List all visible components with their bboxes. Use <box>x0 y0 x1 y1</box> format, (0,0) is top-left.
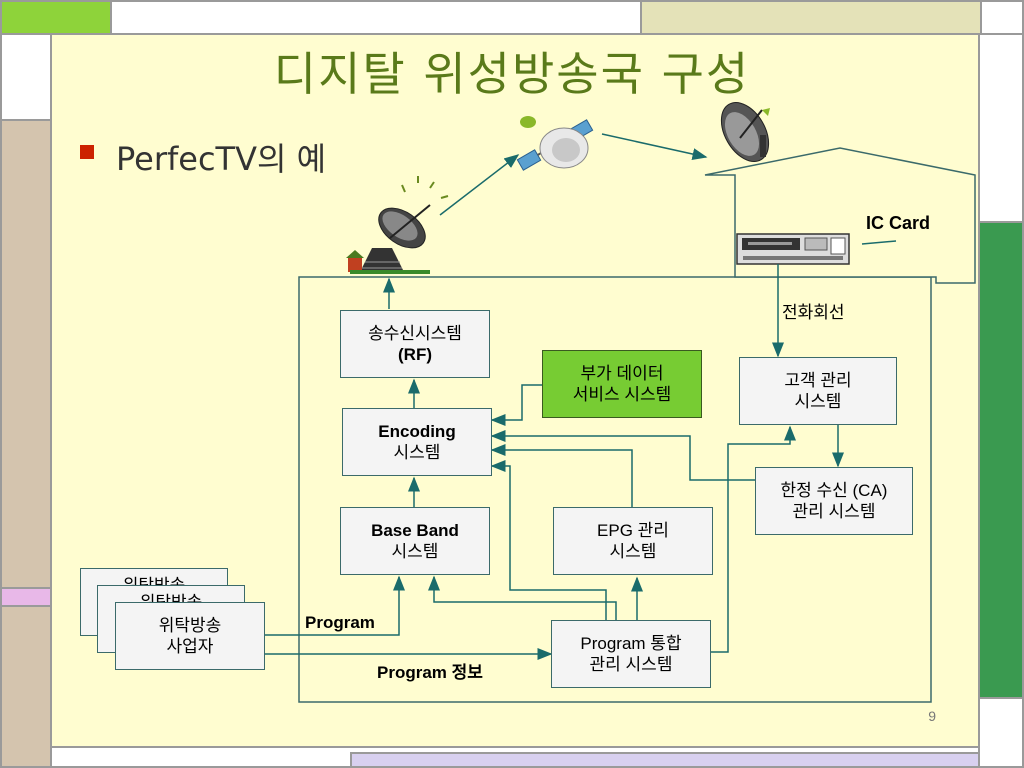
frame-block <box>980 0 1024 35</box>
ic-card-label: IC Card <box>866 213 931 233</box>
ca-management-box: 한정 수신 (CA) 관리 시스템 <box>755 467 913 535</box>
broadcaster-box: 위탁방송 사업자 <box>115 602 265 670</box>
frame-block <box>350 752 980 768</box>
page-number: 9 <box>928 708 936 724</box>
epg-management-box: EPG 관리 시스템 <box>553 507 713 575</box>
program-label: Program <box>305 613 375 632</box>
receiver-icon <box>736 233 850 265</box>
baseband-system-box: Base Band 시스템 <box>340 507 490 575</box>
ground-antenna-icon <box>346 176 449 274</box>
customer-management-box: 고객 관리 시스템 <box>739 357 897 425</box>
frame-block <box>978 33 1024 223</box>
program-management-box: Program 통합 관리 시스템 <box>551 620 711 688</box>
phone-line-label: 전화회선 <box>782 303 845 322</box>
encoding-system-box: Encoding 시스템 <box>342 408 492 476</box>
frame-block <box>110 0 642 35</box>
data-service-system-box: 부가 데이터 서비스 시스템 <box>542 350 702 418</box>
program-info-label: Program 정보 <box>377 663 483 682</box>
page-title: 디지탈 위성방송국 구성 <box>273 47 751 101</box>
satellite-dish-icon <box>720 102 770 162</box>
station-frame <box>298 276 932 703</box>
bullet-marker <box>80 145 94 159</box>
bullet-text: PerfecTV의 예 <box>116 140 327 178</box>
rf-system-box: 송수신시스템 (RF) <box>340 310 490 378</box>
satellite-icon <box>516 116 594 171</box>
